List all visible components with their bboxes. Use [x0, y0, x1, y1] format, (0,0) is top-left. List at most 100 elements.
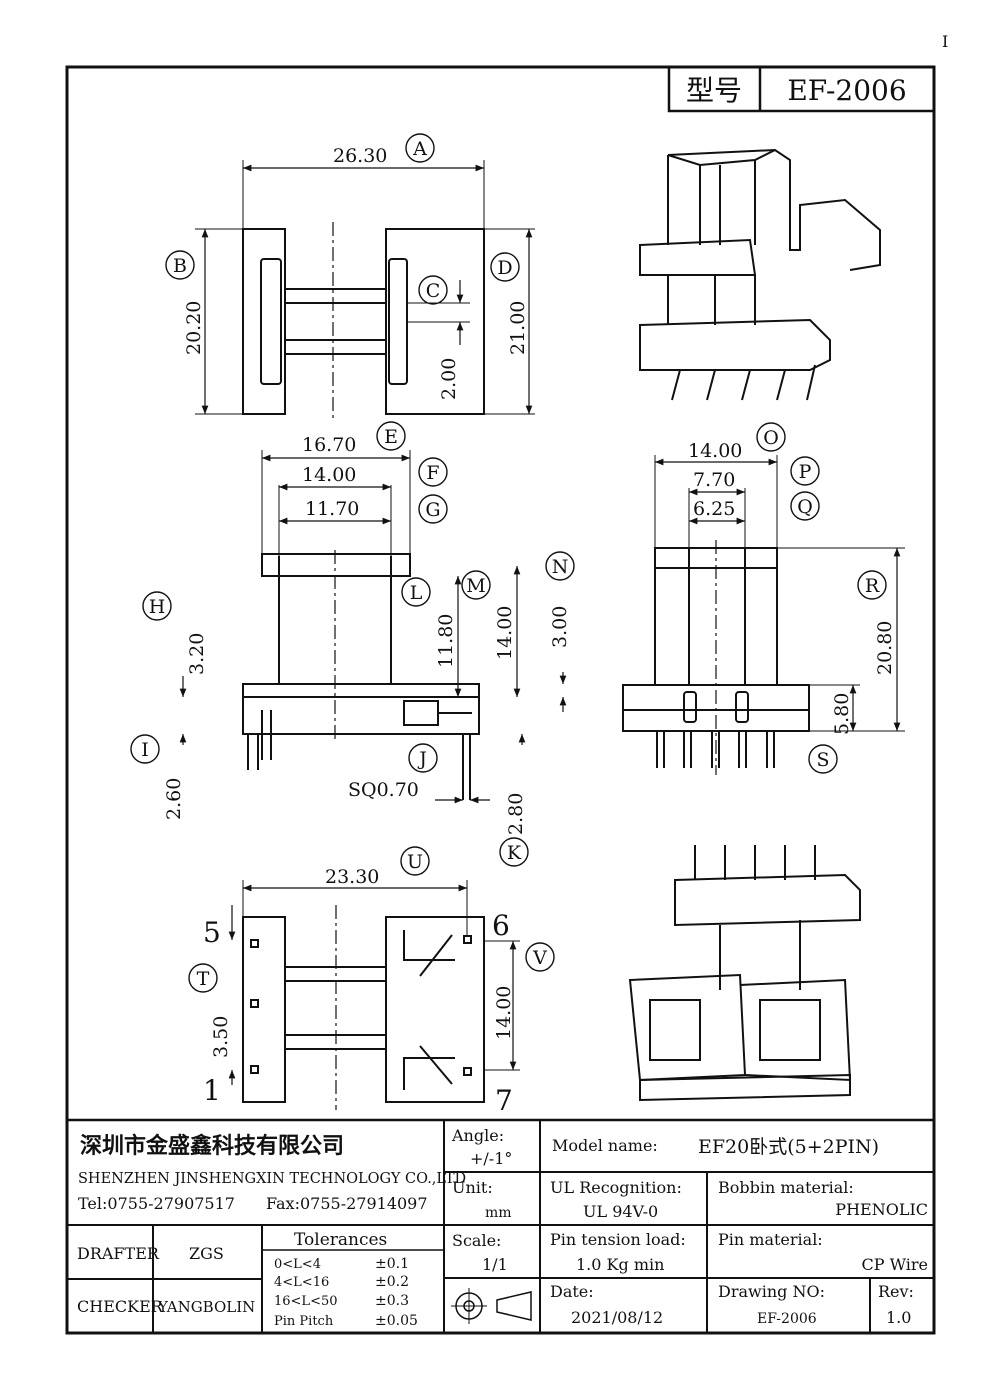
model-value: EF-2006	[787, 74, 906, 107]
dim-value-I: 2.60	[163, 778, 185, 820]
dimension-lines	[179, 164, 901, 1085]
dim-letter-M: M	[466, 575, 485, 597]
top-view	[242, 222, 485, 420]
dim-letter-B: B	[173, 255, 187, 277]
checker-value: YANGBOLIN	[157, 1298, 255, 1316]
bobbin-value: PHENOLIC	[835, 1200, 928, 1219]
drawing-no-label: Drawing NO:	[718, 1282, 825, 1301]
drafter-value: ZGS	[189, 1244, 224, 1263]
corner-mark: I	[942, 32, 948, 51]
pin-tension-value: 1.0 Kg min	[576, 1255, 664, 1274]
dim-value-G: 11.70	[305, 498, 359, 520]
date-label: Date:	[550, 1282, 594, 1301]
model-name-label: Model name:	[552, 1136, 658, 1155]
dim-value-R: 20.80	[874, 621, 896, 675]
dim-value-H: 3.20	[186, 633, 208, 675]
header-model-box: 型号 EF-2006	[667, 65, 936, 113]
model-name-value: EF20卧式(5+2PIN)	[698, 1136, 879, 1158]
dim-value-Q: 6.25	[693, 498, 735, 520]
tolerance-value-0: ±0.1	[375, 1256, 409, 1272]
dim-letter-H: H	[149, 596, 166, 618]
dim-letter-J: J	[417, 748, 427, 770]
pin-label-6: 6	[492, 909, 510, 942]
company-fax: Fax:0755-27914097	[266, 1194, 428, 1213]
pin-label-5: 5	[203, 916, 221, 949]
pin-label-7: 7	[495, 1084, 513, 1117]
pin-material-value: CP Wire	[862, 1255, 929, 1274]
dim-letter-K: K	[507, 842, 522, 864]
dim-letter-N: N	[552, 556, 569, 578]
tolerance-range-0: 0<L<4	[274, 1257, 321, 1272]
dim-letter-C: C	[426, 280, 441, 302]
rev-value: 1.0	[886, 1308, 911, 1327]
dim-letter-P: P	[799, 461, 812, 483]
angle-value: +/-1°	[470, 1149, 512, 1168]
unit-value: mm	[485, 1205, 512, 1221]
front-view	[242, 550, 480, 800]
dim-value-A: 26.30	[333, 145, 387, 167]
scale-label: Scale:	[452, 1231, 501, 1250]
dim-value-E: 16.70	[302, 434, 356, 456]
dim-letter-T: T	[197, 968, 210, 990]
dim-letter-F: F	[426, 462, 439, 484]
drawing-frame	[65, 65, 936, 1335]
pin-label-1: 1	[203, 1074, 221, 1107]
tolerance-value-3: ±0.05	[375, 1313, 418, 1329]
drafter-label: DRAFTER	[77, 1244, 160, 1263]
dim-value-S: 5.80	[831, 693, 853, 735]
pin-tension-label: Pin tension load:	[550, 1230, 686, 1249]
dim-value-D: 21.00	[507, 301, 529, 355]
drawing-no-value: EF-2006	[757, 1311, 817, 1327]
dim-value-J: SQ0.70	[348, 779, 419, 801]
isometric-view-bottom	[628, 845, 861, 1102]
dim-letter-I: I	[141, 739, 149, 761]
dim-value-K: 2.80	[505, 793, 527, 835]
dim-value-O: 14.00	[688, 440, 742, 462]
dim-value-C: 2.00	[438, 358, 460, 400]
dim-value-P: 7.70	[693, 469, 735, 491]
tolerance-value-1: ±0.2	[375, 1274, 409, 1290]
dim-value-V: 14.00	[493, 986, 515, 1040]
dim-letter-O: O	[763, 427, 779, 449]
company-name-en: SHENZHEN JINSHENGXIN TECHNOLOGY CO.,LTD	[78, 1171, 466, 1187]
dim-letter-V: V	[532, 947, 547, 969]
company-tel: Tel:0755-27907517	[78, 1194, 235, 1213]
bottom-view	[242, 905, 485, 1110]
dim-letter-L: L	[410, 582, 423, 604]
dim-value-B: 20.20	[183, 301, 205, 355]
dim-value-M: 14.00	[494, 606, 516, 660]
pin-material-label: Pin material:	[718, 1230, 823, 1249]
dim-value-U: 23.30	[325, 866, 379, 888]
dim-letter-D: D	[497, 257, 512, 279]
ul-value: UL 94V-0	[583, 1202, 658, 1221]
projection-symbol	[451, 1288, 532, 1324]
dim-value-F: 14.00	[302, 464, 356, 486]
company-name-cn: 深圳市金盛鑫科技有限公司	[80, 1133, 344, 1159]
date-value: 2021/08/12	[571, 1308, 663, 1327]
dim-letter-E: E	[384, 426, 398, 448]
ul-label: UL Recognition:	[550, 1178, 682, 1197]
dim-letter-A: A	[412, 138, 427, 160]
dim-letter-G: G	[425, 499, 440, 521]
dim-value-N: 3.00	[549, 606, 571, 648]
unit-label: Unit:	[452, 1178, 493, 1197]
isometric-view-top	[639, 148, 881, 401]
tolerance-value-2: ±0.3	[375, 1293, 409, 1309]
dimension-circles	[130, 133, 887, 993]
bobbin-label: Bobbin material:	[718, 1178, 854, 1197]
dim-value-T: 3.50	[210, 1016, 232, 1058]
tolerance-range-1: 4<L<16	[274, 1275, 329, 1290]
dim-letter-Q: Q	[797, 496, 813, 518]
tolerance-range-2: 16<L<50	[274, 1294, 338, 1309]
dim-letter-R: R	[865, 575, 880, 597]
rev-label: Rev:	[878, 1282, 914, 1301]
dim-value-L: 11.80	[435, 614, 457, 668]
dim-letter-U: U	[407, 851, 423, 873]
angle-label: Angle:	[451, 1126, 504, 1145]
scale-value: 1/1	[482, 1255, 508, 1274]
checker-label: CHECKER	[77, 1297, 164, 1316]
dim-letter-S: S	[816, 749, 829, 771]
title-block	[67, 1118, 934, 1333]
tolerances-title: Tolerances	[294, 1230, 387, 1250]
